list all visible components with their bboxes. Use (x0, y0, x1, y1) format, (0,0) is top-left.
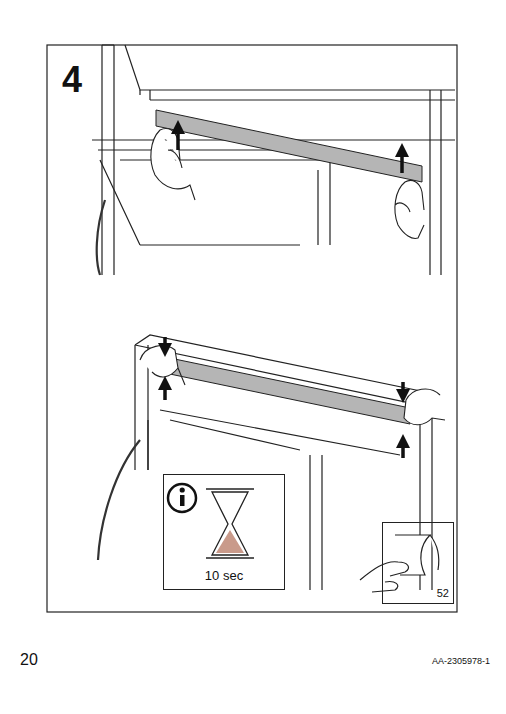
down-arrow (163, 337, 167, 350)
page-turn-icon (360, 535, 439, 592)
info-icon (168, 484, 196, 512)
page-number: 52 (437, 587, 449, 599)
down-arrow (401, 382, 405, 396)
light-bar (156, 110, 422, 182)
step-frame (47, 45, 457, 612)
document-id: AA-2305978-1 (432, 657, 490, 666)
light-bar (165, 357, 410, 424)
hand (140, 346, 445, 425)
info-box: 10 sec (163, 474, 285, 590)
up-arrow (176, 127, 180, 150)
hourglass-symbol (206, 489, 254, 558)
up-arrow (163, 383, 167, 400)
page-reference-box: 52 (382, 522, 454, 604)
page-number: 20 (20, 652, 38, 668)
step-number: 4 (62, 62, 82, 98)
up-arrow (400, 150, 404, 173)
duration-text: 10 sec (205, 568, 243, 583)
up-arrow (401, 441, 405, 458)
shelf-frame-top (92, 45, 455, 275)
hand (151, 128, 424, 238)
shelf-frame-bottom (98, 335, 440, 590)
